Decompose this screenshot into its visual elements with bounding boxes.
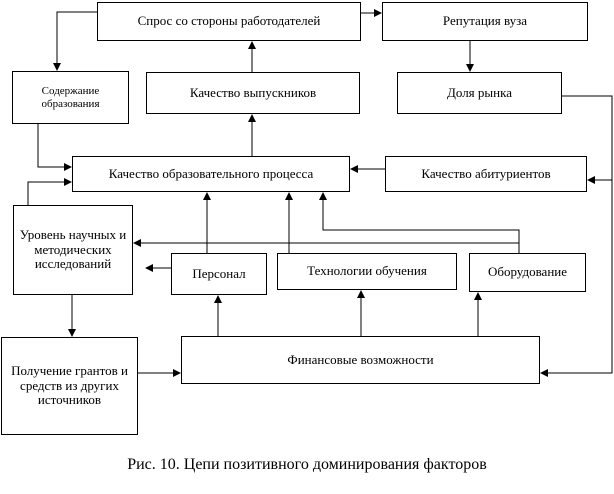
node-demand: Спрос со стороны работодателей bbox=[97, 2, 361, 41]
node-finance: Финансовые возможности bbox=[181, 336, 540, 384]
arrow-content-to-process bbox=[37, 124, 72, 171]
node-applicants: Качество абитуриентов bbox=[385, 156, 587, 192]
node-equipment: Оборудование bbox=[469, 253, 586, 292]
arrow-market-share-to-applicants bbox=[562, 95, 613, 184]
node-research: Уровень научных и методических исследова… bbox=[13, 205, 133, 295]
node-content: Содержание образования bbox=[12, 71, 129, 124]
node-graduates: Качество выпускников bbox=[146, 72, 360, 114]
node-process: Качество образовательного процесса bbox=[72, 156, 350, 192]
node-reputation: Репутация вуза bbox=[382, 2, 588, 41]
arrow-demand-to-content bbox=[53, 11, 97, 71]
figure-caption: Рис. 10. Цепи позитивного доминирования … bbox=[127, 456, 487, 473]
arrow-market-share-to-finance bbox=[540, 180, 613, 377]
node-grants: Получение грантов и средств из других ис… bbox=[1, 337, 138, 435]
arrow-equipment-to-process bbox=[319, 192, 520, 253]
node-personnel: Персонал bbox=[171, 253, 267, 295]
arrow-research-to-process bbox=[27, 178, 72, 205]
node-market-share: Доля рынка bbox=[397, 72, 562, 114]
node-technologies: Технологии обучения bbox=[277, 253, 457, 290]
